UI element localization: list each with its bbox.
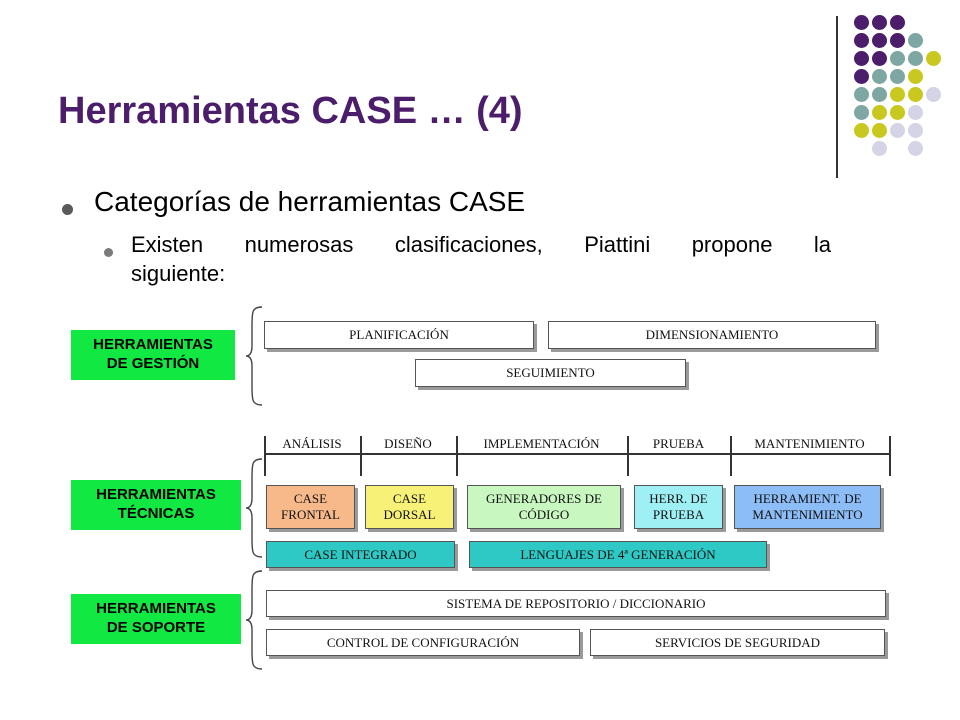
dot-teal [854,105,869,120]
phase-mantenimiento: MANTENIMIENTO [754,436,865,451]
dot-teal [908,51,923,66]
dot-purple [890,15,905,30]
category-label-line: HERRAMIENTAS [96,600,216,618]
dot-lavender [908,141,923,156]
bullet-text-level-2: Existen numerosas clasificaciones, Piatt… [131,231,831,288]
dot-purple [872,15,887,30]
category-herramientas-tecnicas: HERRAMIENTAS TÉCNICAS [71,480,241,530]
dot-olive [890,105,905,120]
box-lenguajes-4a-generacion: LENGUAJES DE 4ª GENERACIÓN [469,541,767,568]
brace-soporte [245,570,263,670]
category-herramientas-de-gestion: HERRAMIENTAS DE GESTIÓN [71,330,235,380]
brace-tecnicas [245,458,263,558]
bullet-dot [62,204,73,215]
dot-purple [890,33,905,48]
phase-prueba: PRUEBA [652,436,705,451]
dot-purple [872,33,887,48]
timeline-tick [264,436,266,476]
dot-olive [908,69,923,84]
timeline-tick [360,436,362,476]
dot-lavender [872,141,887,156]
decorative-vertical-line [836,16,838,178]
box-text-line: DORSAL [383,507,436,522]
box-sistema-de-repositorio: SISTEMA DE REPOSITORIO / DICCIONARIO [266,590,886,617]
dot-purple [854,15,869,30]
dot-lavender [908,123,923,138]
dot-teal [890,69,905,84]
timeline-baseline [264,453,891,455]
slide-title: Herramientas CASE … (4) [58,90,523,132]
phase-implementacion: IMPLEMENTACIÓN [483,436,600,451]
dot-olive [890,87,905,102]
phase-diseno: DISEÑO [384,436,432,451]
box-text-line: HERRAMIENT. DE [753,491,862,507]
box-text-line: CÓDIGO [518,507,570,522]
dot-lavender [908,105,923,120]
category-herramientas-de-soporte: HERRAMIENTAS DE SOPORTE [71,594,241,644]
bullet-text-line: Existen numerosas clasificaciones, Piatt… [131,232,831,257]
bullet-text-level-1: Categorías de herramientas CASE [94,186,526,217]
box-text-line: HERR. DE [649,491,708,507]
dot-lavender [926,87,941,102]
timeline-tick [889,436,891,476]
dot-olive [872,105,887,120]
dot-teal [854,87,869,102]
box-case-integrado: CASE INTEGRADO [266,541,455,568]
dot-purple [872,51,887,66]
category-label-line: HERRAMIENTAS [93,336,213,354]
dot-olive [872,123,887,138]
timeline-tick [730,436,732,476]
box-text-line: CASE [293,491,328,507]
category-label-line: DE GESTIÓN [106,355,200,372]
dot-olive [926,51,941,66]
box-planificacion: PLANIFICACIÓN [264,321,534,349]
box-dimensionamiento: DIMENSIONAMIENTO [548,321,876,349]
dot-purple [854,69,869,84]
box-seguimiento: SEGUIMIENTO [415,359,686,387]
box-text-line: FRONTAL [281,507,340,522]
dot-olive [854,123,869,138]
category-label-line: DE SOPORTE [106,619,206,636]
box-control-de-configuracion: CONTROL DE CONFIGURACIÓN [266,629,580,656]
box-text-line: PRUEBA [652,507,705,522]
bullet-text-line: siguiente: [131,260,226,286]
dot-purple [854,33,869,48]
dot-teal [872,69,887,84]
timeline-tick [456,436,458,476]
category-label-line: HERRAMIENTAS [96,486,216,504]
dot-lavender [890,123,905,138]
box-servicios-de-seguridad: SERVICIOS DE SEGURIDAD [590,629,885,656]
bullet-dot [104,248,113,257]
dot-purple [854,51,869,66]
brace-gestion [245,306,263,406]
timeline-tick [627,436,629,476]
category-label-line: TÉCNICAS [117,505,195,522]
dot-olive [908,87,923,102]
box-text-line: GENERADORES DE [486,491,602,507]
dot-teal [908,33,923,48]
dot-teal [890,51,905,66]
box-text-line: CASE [392,491,427,507]
dot-teal [872,87,887,102]
box-text-line: MANTENIMIENTO [752,507,863,522]
phase-analisis: ANÁLISIS [282,436,342,451]
